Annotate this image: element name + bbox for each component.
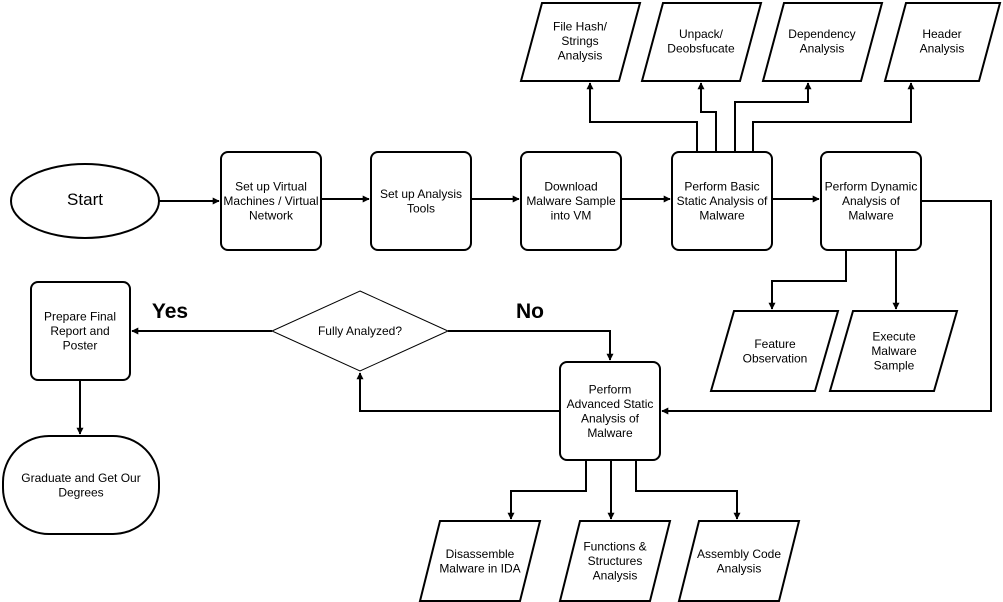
advanced-static-label-line: Perform (589, 382, 632, 396)
functions-label-line: Analysis (593, 569, 638, 583)
execute-sample-label-line: Execute (872, 330, 916, 344)
final-report-label-line: Poster (63, 339, 98, 353)
fully-analyzed-decision (270, 290, 450, 372)
functions-label-line: Functions & (583, 540, 646, 554)
assembly-node (677, 520, 801, 602)
header-node (883, 1, 1002, 82)
download-label-line: Malware Sample (526, 194, 616, 208)
unpack-label-line: Deobsfucate (667, 41, 735, 55)
header-label-line: Header (922, 27, 961, 41)
edge-decision-no (448, 330, 614, 361)
graduate-label-line: Graduate and Get Our (21, 471, 140, 485)
file-hash-label-line: Strings (561, 34, 598, 48)
edge-basic-static-to-unpack (697, 82, 717, 152)
edge-advanced-static-to-disassemble (507, 460, 587, 520)
graduate-label-line: Degrees (58, 485, 103, 499)
unpack-label: Unpack/Deobsfucate (667, 27, 735, 56)
feature-observation-label-line: Observation (743, 351, 808, 365)
download-node (520, 151, 622, 251)
setup-tools-label-line: Tools (407, 201, 435, 215)
setup-tools-label-line: Set up Analysis (380, 187, 462, 201)
header-label-line: Analysis (920, 41, 965, 55)
dependency-node (761, 1, 884, 82)
basic-static-label-line: Perform Basic (684, 180, 759, 194)
file-hash-label-line: Analysis (558, 49, 603, 63)
setup-vm-label-line: Network (249, 209, 294, 223)
graduate-node (2, 435, 160, 535)
download-label-line: into VM (551, 209, 592, 223)
fully-analyzed-label: Fully Analyzed? (318, 324, 402, 338)
disassemble-label-line: Malware in IDA (439, 561, 520, 575)
unpack-node (640, 1, 763, 82)
yes-label: Yes (152, 300, 188, 323)
basic-static-node (671, 151, 773, 251)
unpack-label-line: Unpack/ (679, 27, 724, 41)
dependency-label-line: Dependency (788, 27, 855, 41)
assembly-label-line: Analysis (717, 561, 762, 575)
execute-sample-node (828, 310, 959, 392)
advanced-static-label-line: Advanced Static (567, 397, 654, 411)
setup-tools-node (370, 151, 472, 251)
no-label: No (516, 300, 544, 323)
final-report-label-line: Prepare Final (44, 310, 116, 324)
disassemble-label-line: Disassemble (446, 547, 515, 561)
execute-sample-label-line: Malware (871, 344, 917, 358)
dynamic-label-line: Analysis of (842, 194, 901, 208)
start-label: Start (67, 190, 103, 209)
advanced-static-label-line: Malware (587, 426, 633, 440)
setup-vm-label-line: Set up Virtual (235, 180, 307, 194)
setup-vm-node (220, 151, 322, 251)
basic-static-label-line: Malware (699, 209, 745, 223)
edge-dynamic-to-advanced-static (661, 200, 992, 415)
advanced-static-label-line: Analysis of (581, 411, 640, 425)
download-label-line: Download (544, 180, 597, 194)
final-report-label-line: Report and (50, 324, 109, 338)
functions-node (558, 520, 672, 602)
dependency-label-line: Analysis (800, 41, 845, 55)
assembly-label-line: Assembly Code (697, 547, 781, 561)
start-label-line: Start (67, 190, 103, 209)
fully-analyzed-label-line: Fully Analyzed? (318, 324, 402, 338)
basic-static-label-line: Static Analysis of (677, 194, 768, 208)
edge-advanced-static-to-assembly (635, 460, 741, 520)
feature-observation-label-line: Feature (754, 337, 796, 351)
feature-observation-node (709, 310, 840, 392)
dynamic-label-line: Malware (848, 209, 894, 223)
file-hash-node (519, 1, 642, 82)
setup-vm-label-line: Machines / Virtual (223, 194, 318, 208)
execute-sample-label-line: Sample (874, 359, 915, 373)
edge-basic-static-to-header (752, 82, 915, 152)
edge-basic-static-to-dependency (734, 82, 812, 152)
dynamic-label-line: Perform Dynamic (825, 180, 918, 194)
edge-dynamic-to-feature-observation (768, 250, 847, 310)
functions-label-line: Structures (588, 554, 643, 568)
edge-basic-static-to-file-hash (586, 82, 698, 152)
edge-advanced-static-to-decision (356, 372, 560, 412)
file-hash-label-line: File Hash/ (553, 20, 608, 34)
disassemble-node (418, 520, 542, 602)
